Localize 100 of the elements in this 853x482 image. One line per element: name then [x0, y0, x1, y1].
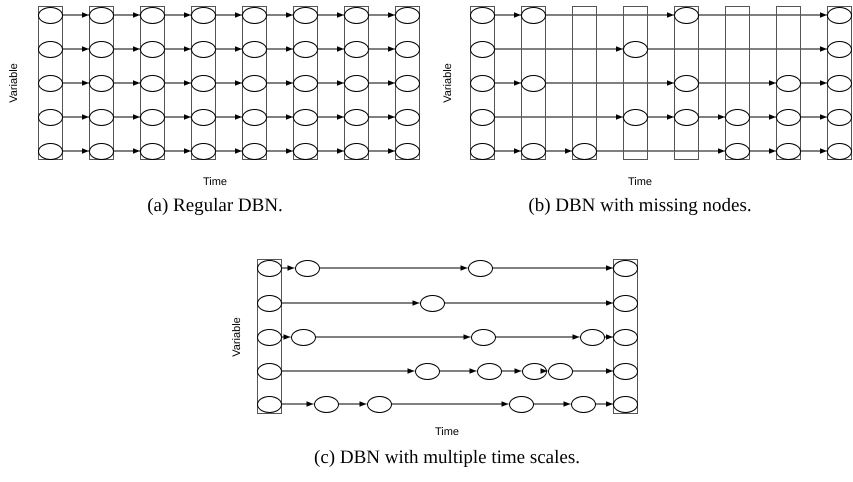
arrow: [595, 401, 614, 407]
arrow: [494, 12, 522, 18]
arrow: [318, 80, 344, 86]
variable-node: [140, 40, 165, 58]
axis-label: Time: [628, 176, 652, 188]
arrow: [368, 114, 396, 120]
time-slice-box: [344, 6, 369, 160]
variable-node: [38, 6, 63, 24]
arrow: [318, 114, 344, 120]
arrow: [533, 401, 571, 407]
time-slice-box: [725, 6, 750, 160]
axis-label: Variable: [442, 63, 454, 103]
variable-node: [521, 6, 546, 24]
variable-node: [38, 40, 63, 58]
arrow: [318, 12, 344, 18]
arrow: [282, 300, 420, 306]
variable-node: [395, 108, 420, 126]
arrow: [216, 114, 242, 120]
variable-node: [242, 6, 267, 24]
time-slice-box: [623, 6, 648, 160]
arrow: [604, 334, 614, 340]
variable-node: [293, 40, 318, 58]
arrow: [318, 46, 344, 52]
figure-caption: (a) Regular DBN.: [147, 195, 283, 217]
arrow: [318, 148, 344, 154]
variable-node: [242, 74, 267, 92]
arrow: [114, 114, 140, 120]
variable-node: [674, 74, 699, 92]
time-slice-box: [257, 259, 282, 414]
arrow: [216, 148, 242, 154]
variable-node: [776, 108, 801, 126]
variable-node: [191, 40, 216, 58]
arrow: [391, 401, 509, 407]
arrow: [368, 80, 396, 86]
variable-node: [572, 142, 597, 160]
variable-node: [140, 6, 165, 24]
variable-node: [470, 328, 496, 346]
variable-node: [344, 74, 369, 92]
variable-node: [140, 108, 165, 126]
variable-node: [38, 142, 63, 160]
arrow: [62, 148, 90, 154]
arrow: [114, 12, 140, 18]
arrow: [546, 12, 674, 18]
variable-node: [395, 6, 420, 24]
arrow: [750, 114, 776, 120]
arrow: [114, 148, 140, 154]
arrow: [750, 148, 776, 154]
variable-node: [623, 108, 648, 126]
time-slice-box: [776, 6, 801, 160]
arrow: [282, 368, 415, 374]
arrow: [648, 114, 674, 120]
arrow: [266, 46, 294, 52]
variable-node: [508, 396, 534, 412]
variable-node: [470, 6, 495, 24]
arrow: [62, 80, 90, 86]
arrow: [62, 12, 90, 18]
arrow: [315, 334, 471, 340]
variable-node: [613, 328, 638, 346]
variable-node: [827, 6, 852, 24]
arrow: [698, 80, 776, 86]
variable-node: [242, 142, 267, 160]
variable-node: [38, 74, 63, 92]
variable-node: [257, 396, 282, 412]
time-slice-box: [613, 259, 638, 414]
variable-node: [314, 396, 338, 412]
variable-node: [293, 108, 318, 126]
variable-node: [613, 260, 638, 276]
variable-node: [827, 142, 852, 160]
arrow: [492, 265, 614, 271]
time-slice-box: [470, 6, 495, 160]
variable-node: [89, 108, 114, 126]
variable-node: [470, 40, 495, 58]
variable-node: [521, 74, 546, 92]
arrow: [494, 114, 624, 120]
variable-node: [613, 396, 638, 412]
arrow: [216, 46, 242, 52]
variable-node: [420, 294, 444, 312]
variable-node: [414, 362, 440, 380]
arrow: [698, 12, 828, 18]
variable-node: [290, 328, 316, 346]
variable-node: [140, 142, 165, 160]
arrow: [494, 148, 522, 154]
arrow: [114, 46, 140, 52]
figure-caption: (c) DBN with multiple time scales.: [314, 447, 580, 469]
variable-node: [470, 74, 495, 92]
axis-label: Variable: [8, 63, 20, 103]
arrow: [800, 80, 828, 86]
variable-node: [470, 142, 495, 160]
arrow: [648, 46, 828, 52]
arrow: [164, 80, 192, 86]
arrow: [282, 265, 295, 271]
variable-node: [580, 328, 604, 346]
arrow: [546, 80, 674, 86]
variable-node: [522, 362, 546, 380]
time-slice-box: [242, 6, 267, 160]
arrow: [368, 148, 396, 154]
arrow: [114, 80, 140, 86]
time-slice-box: [572, 6, 597, 160]
variable-node: [89, 74, 114, 92]
variable-node: [293, 142, 318, 160]
